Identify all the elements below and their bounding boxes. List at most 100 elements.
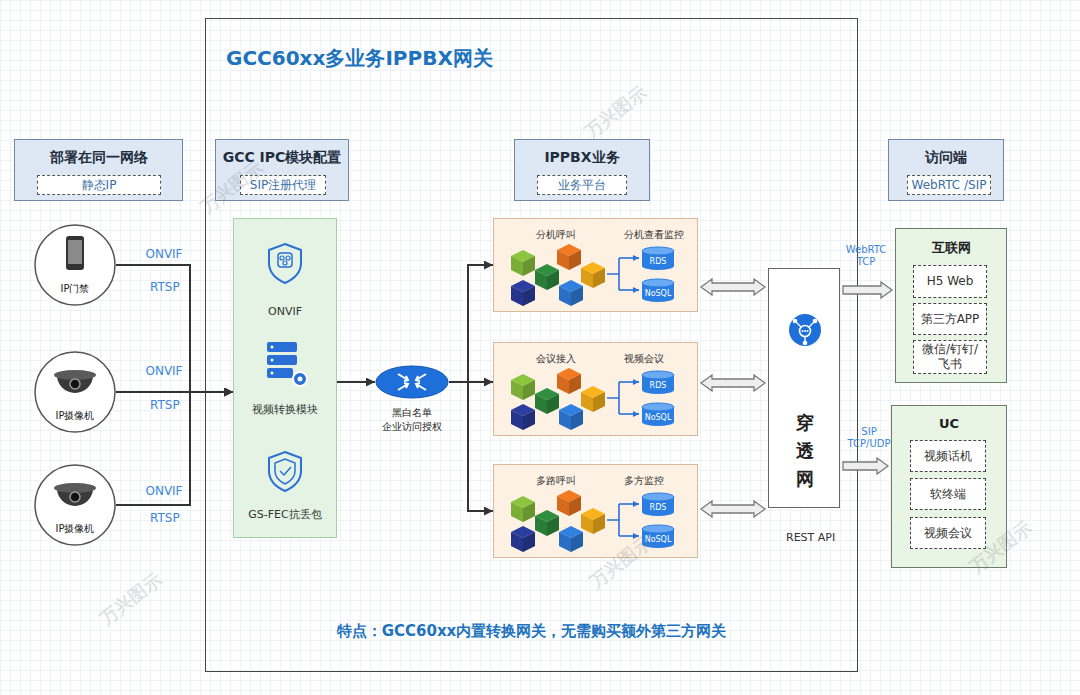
- cube-cluster: [511, 244, 605, 306]
- gear-hole: [298, 377, 303, 382]
- node-text: UC: [892, 416, 1006, 431]
- cylinder-top: [642, 247, 674, 255]
- circle-shape: [35, 225, 115, 305]
- network-dot: [802, 330, 804, 332]
- client-box: 微信/钉钉/ 飞书: [913, 340, 987, 374]
- shield-check: [280, 467, 291, 475]
- hollow-arrow: [843, 458, 888, 474]
- network-node: [793, 319, 798, 324]
- cylinder-top: [642, 371, 674, 379]
- ellipse-shape: [376, 366, 448, 398]
- client-group: 互联网H5 Web第三方APP微信/钉钉/ 飞书: [895, 228, 1007, 383]
- cube-icon: [581, 508, 605, 534]
- camera-lens: [70, 379, 80, 389]
- node-text: 视频话机: [924, 449, 972, 464]
- phone-screen: [68, 240, 82, 264]
- hollow-arrow: [701, 375, 765, 391]
- router-arrow: [398, 374, 408, 381]
- column-header: GCC IPC模块配置SIP注册代理: [215, 139, 349, 201]
- cylinder-top: [642, 279, 674, 287]
- camera-dome: [57, 375, 93, 393]
- server-led: [271, 372, 274, 375]
- server-icon: [267, 342, 307, 386]
- node-text: 分机查看监控: [624, 228, 684, 242]
- shield-outline: [269, 452, 301, 491]
- camera-dome: [57, 488, 93, 506]
- network-dot: [807, 330, 809, 332]
- database-cylinder: RDS: [641, 246, 675, 270]
- fork-line: [607, 382, 619, 414]
- icon-dot: [283, 261, 287, 265]
- column-header: 部署在同一网络静态IP: [14, 139, 183, 201]
- fork-arrow: [619, 381, 639, 383]
- cube-icon: [511, 404, 535, 430]
- node-text: WebRTC /SIP: [912, 178, 987, 192]
- cube-icon: [581, 262, 605, 288]
- header-tag: 静态IP: [37, 175, 161, 195]
- node-text: 特点：GCC60xx内置转换网关，无需购买额外第三方网关: [206, 622, 857, 641]
- watermark: 万兴图示: [580, 81, 652, 144]
- node-text: 第三方APP: [921, 312, 980, 327]
- node-text: 多路呼叫: [536, 474, 576, 488]
- shield-outline: [269, 244, 301, 283]
- client-group: UC视频话机软终端视频会议: [891, 405, 1007, 568]
- cube-icon: [559, 280, 583, 306]
- cube-icon: [511, 280, 535, 306]
- cube-icon: [581, 386, 605, 412]
- node-text: NoSQL: [645, 283, 672, 298]
- client-box: 第三方APP: [913, 303, 987, 335]
- node-text: 业务平台: [558, 177, 606, 194]
- circle-shape: [35, 465, 115, 545]
- device-circle: IP摄像机: [34, 464, 116, 546]
- database-cylinder: RDS: [641, 492, 675, 516]
- server-unit: [267, 355, 297, 365]
- cube-icon: [511, 250, 535, 276]
- database-cylinder: NoSQL: [641, 278, 675, 302]
- fork-arrow: [619, 535, 639, 537]
- network-disc: [789, 314, 821, 346]
- circle-shape: [35, 352, 115, 432]
- edge-label: ONVIF: [140, 484, 188, 498]
- network-dot: [804, 330, 806, 332]
- onvif-icon: [269, 244, 301, 283]
- server-led: [271, 346, 274, 349]
- cube-icon: [559, 404, 583, 430]
- node-text: NoSQL: [645, 529, 672, 544]
- header-tag: SIP注册代理: [240, 175, 326, 195]
- cube-icon: [511, 374, 535, 400]
- database-cylinder: NoSQL: [641, 402, 675, 426]
- fork-line: [607, 258, 619, 290]
- node-text: RDS: [650, 497, 667, 512]
- node-text: 黑白名单 企业访问授权: [362, 406, 462, 434]
- connector-line: [449, 382, 493, 511]
- node-text: 会议接入: [536, 352, 576, 366]
- camera-lens: [70, 492, 80, 502]
- shield-inner: [275, 459, 295, 484]
- storage-fork: [607, 258, 639, 536]
- client-box: 软终端: [910, 478, 986, 510]
- connector-line: [116, 265, 233, 392]
- server-unit: [267, 368, 293, 378]
- header-tag: WebRTC /SIP: [907, 175, 991, 195]
- cylinder-top: [642, 493, 674, 501]
- connector-line: [116, 392, 233, 505]
- connector-line: [449, 265, 493, 382]
- hollow-arrow: [843, 282, 892, 298]
- node-text: 多方监控: [624, 474, 664, 488]
- network-node: [803, 341, 808, 346]
- edge-label: ONVIF: [140, 247, 188, 261]
- node-text: ONVIF: [234, 305, 336, 318]
- node-text: 静态IP: [82, 177, 117, 194]
- cube-icon: [557, 368, 581, 394]
- cube-icon: [535, 264, 559, 290]
- signal-label: RTSP: [150, 280, 180, 294]
- network-icon: [789, 314, 821, 346]
- node-text: 穿 透 网: [795, 409, 815, 493]
- node-text: 互联网: [896, 239, 1006, 257]
- icon-square: [278, 253, 292, 267]
- hollow-arrow: [701, 501, 765, 517]
- camera-ring: [54, 370, 96, 380]
- node-text: SIP注册代理: [250, 177, 316, 194]
- cube-icon: [535, 388, 559, 414]
- node-text: GCC60xx多业务IPPBX网关: [226, 45, 493, 72]
